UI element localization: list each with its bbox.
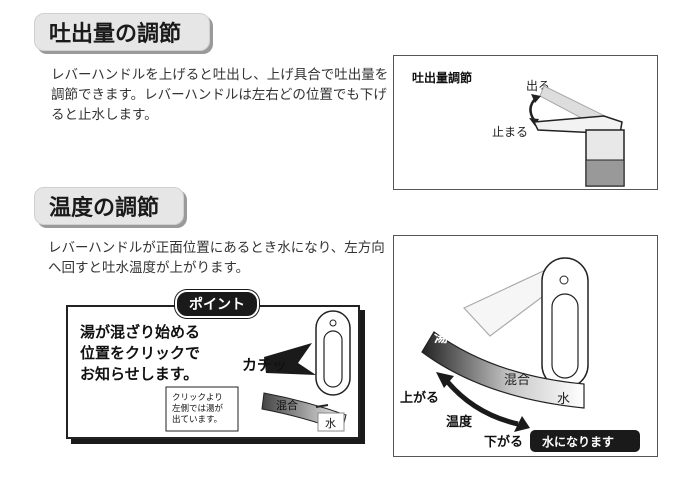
water-label: 水 bbox=[557, 392, 570, 407]
flow-heading-text: 吐出量の調節 bbox=[49, 22, 182, 47]
flow-heading: 吐出量の調節 bbox=[34, 13, 210, 51]
faucet-base bbox=[585, 159, 625, 187]
result-label: 水になります bbox=[542, 434, 614, 449]
flow-description: レバーハンドルを上げると吐出し、上げ具合で吐出量を調節できます。レバーハンドルは… bbox=[51, 67, 389, 123]
temperature-arrow-icon bbox=[444, 378, 519, 427]
arrow-hot-head-icon bbox=[436, 372, 454, 388]
flow-diagram: 吐出量調節 出る 止まる bbox=[393, 55, 658, 190]
point-water-label: 水 bbox=[325, 417, 336, 430]
temp-label: 温度 bbox=[446, 414, 473, 430]
point-diagram-svg: カチッ 混合 水 クリックより 左側では湯が 出ています。 bbox=[165, 310, 351, 432]
hot-label: 湯 bbox=[434, 329, 448, 346]
point-arrow-icon bbox=[315, 404, 329, 408]
note-line: 左側では湯が bbox=[172, 403, 224, 414]
note-box bbox=[165, 386, 239, 432]
point-message: 湯が混ざり始める 位置をクリックで お知らせします。 bbox=[80, 322, 245, 385]
temperature-diagram: 湯 混合 水 上がる 温度 下がる 水になります bbox=[393, 235, 658, 457]
rise-label: 上がる bbox=[400, 390, 439, 406]
temperature-arc bbox=[421, 331, 585, 409]
temperature-diagram-svg: 湯 混合 水 上がる 温度 下がる 水になります bbox=[400, 257, 640, 452]
point-mix-label: 混合 bbox=[276, 398, 298, 412]
lever-pivot-icon bbox=[329, 319, 337, 327]
fall-label: 下がる bbox=[484, 434, 523, 450]
click-burst-icon bbox=[264, 343, 316, 375]
lever-front-pivot-icon bbox=[559, 275, 569, 285]
arrow-up-head-icon bbox=[531, 94, 541, 103]
flow-diagram-svg: 吐出量調節 出る 止まる bbox=[412, 70, 625, 187]
point-message-line: 湯が混ざり始める bbox=[80, 323, 201, 341]
note-line: 出ています。 bbox=[172, 414, 222, 425]
point-water-box bbox=[317, 412, 345, 432]
result-badge bbox=[530, 430, 640, 452]
point-badge: ポイント bbox=[175, 290, 259, 318]
point-message-line: 位置をクリックで bbox=[80, 344, 201, 362]
mix-label: 混合 bbox=[504, 373, 530, 388]
note-line: クリックより bbox=[172, 393, 223, 403]
flow-down-label: 止まる bbox=[492, 125, 528, 139]
point-message-line: お知らせします。 bbox=[80, 365, 199, 383]
click-label: カチッ bbox=[242, 356, 287, 374]
flow-diagram-label: 吐出量調節 bbox=[412, 70, 472, 85]
temperature-description: レバーハンドルが正面位置にあるとき水になり、左方向へ回すと吐水温度が上がります。 bbox=[48, 240, 385, 276]
temperature-heading: 温度の調節 bbox=[34, 187, 184, 225]
arrow-cold-head-icon bbox=[514, 416, 530, 432]
temperature-heading-text: 温度の調節 bbox=[49, 196, 160, 221]
lever-front-slot bbox=[551, 293, 579, 379]
lever-slot bbox=[323, 330, 343, 388]
